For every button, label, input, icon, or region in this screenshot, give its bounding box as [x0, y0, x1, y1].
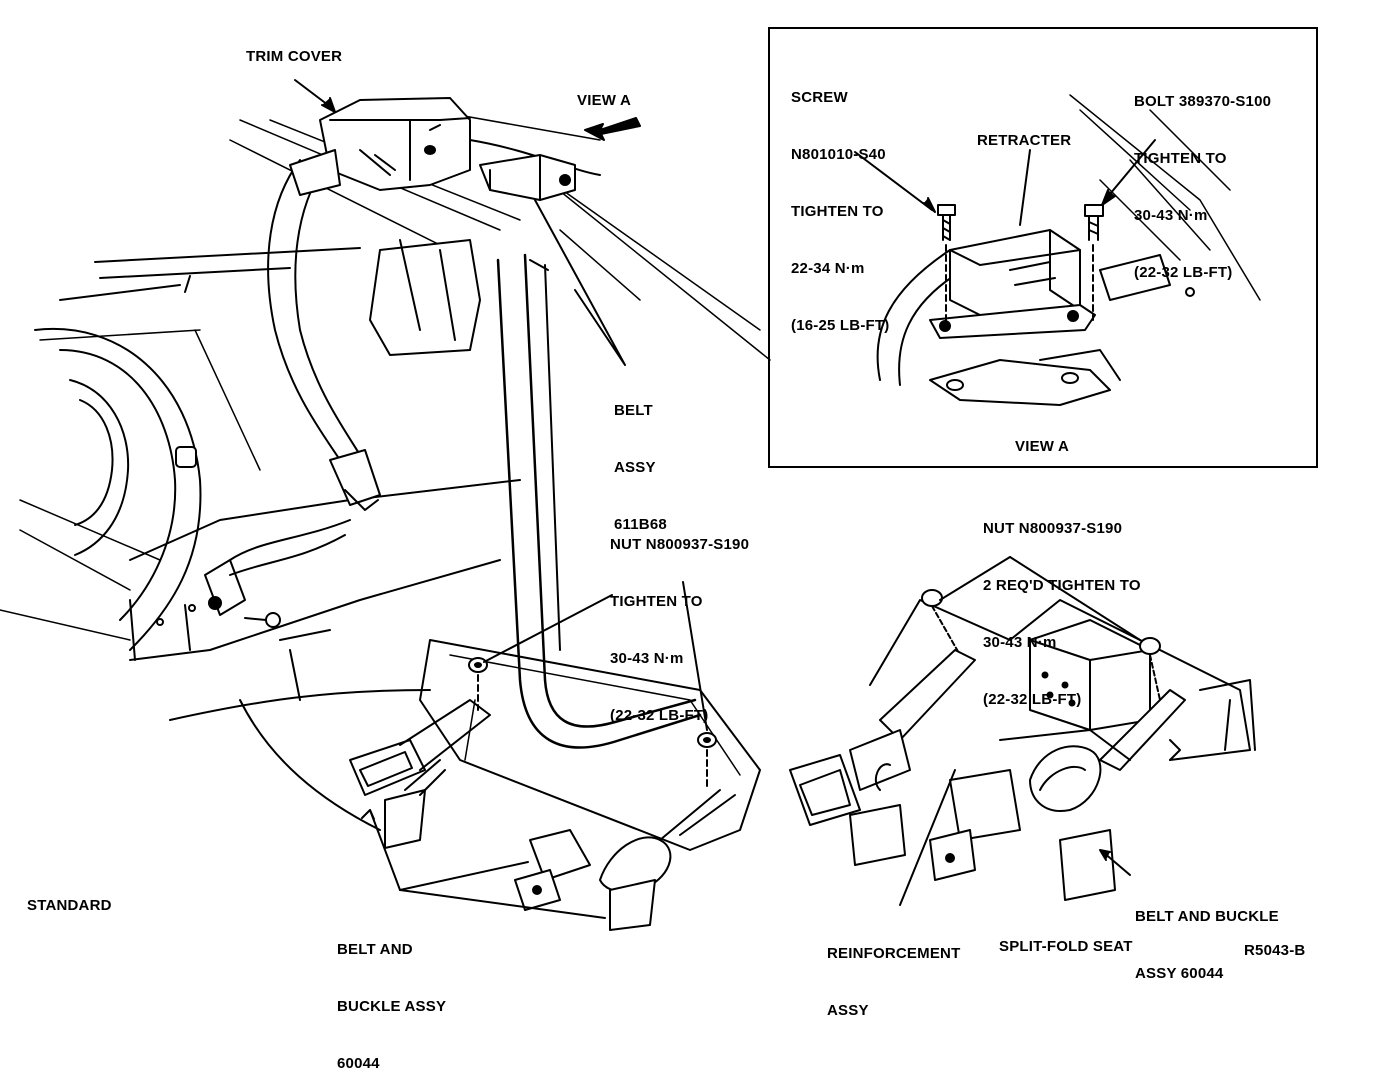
- view-a-arrow-label: VIEW A: [577, 92, 631, 109]
- bolt-label: BOLT 389370-S100 TIGHTEN TO 30-43 N·m (2…: [1134, 93, 1272, 281]
- view-a-inset-frame: [768, 27, 1318, 468]
- split-fold-assembly-drawing: [789, 556, 1256, 906]
- belt-buckle-left-label: BELT AND BUCKLE ASSY 60044: [337, 941, 447, 1072]
- nut-left-label: NUT N800937-S190 TIGHTEN TO 30-43 N·m (2…: [610, 536, 750, 724]
- nut-right-label: NUT N800937-S190 2 REQ'D TIGHTEN TO 30-4…: [983, 520, 1141, 708]
- trim-cover-label: TRIM COVER: [246, 48, 343, 65]
- belt-assy-label: BELT ASSY 611B68: [614, 402, 667, 533]
- retracter-label: RETRACTER: [977, 132, 1072, 149]
- view-a-caption: VIEW A: [1015, 438, 1069, 455]
- belt-buckle-right-label: BELT AND BUCKLE ASSY 60044: [1135, 908, 1279, 982]
- view-a-inset-drawing: [854, 94, 1261, 406]
- standard-assembly-drawing: [0, 79, 771, 931]
- split-fold-caption: SPLIT-FOLD SEAT: [999, 938, 1133, 955]
- reinforcement-label: REINFORCEMENT ASSY: [827, 945, 961, 1019]
- seat-belt-diagram: [0, 79, 1261, 931]
- figure-id: R5043-B: [1244, 942, 1306, 959]
- standard-caption: STANDARD: [27, 897, 112, 914]
- screw-label: SCREW N801010-S40 TIGHTEN TO 22-34 N·m (…: [791, 89, 890, 334]
